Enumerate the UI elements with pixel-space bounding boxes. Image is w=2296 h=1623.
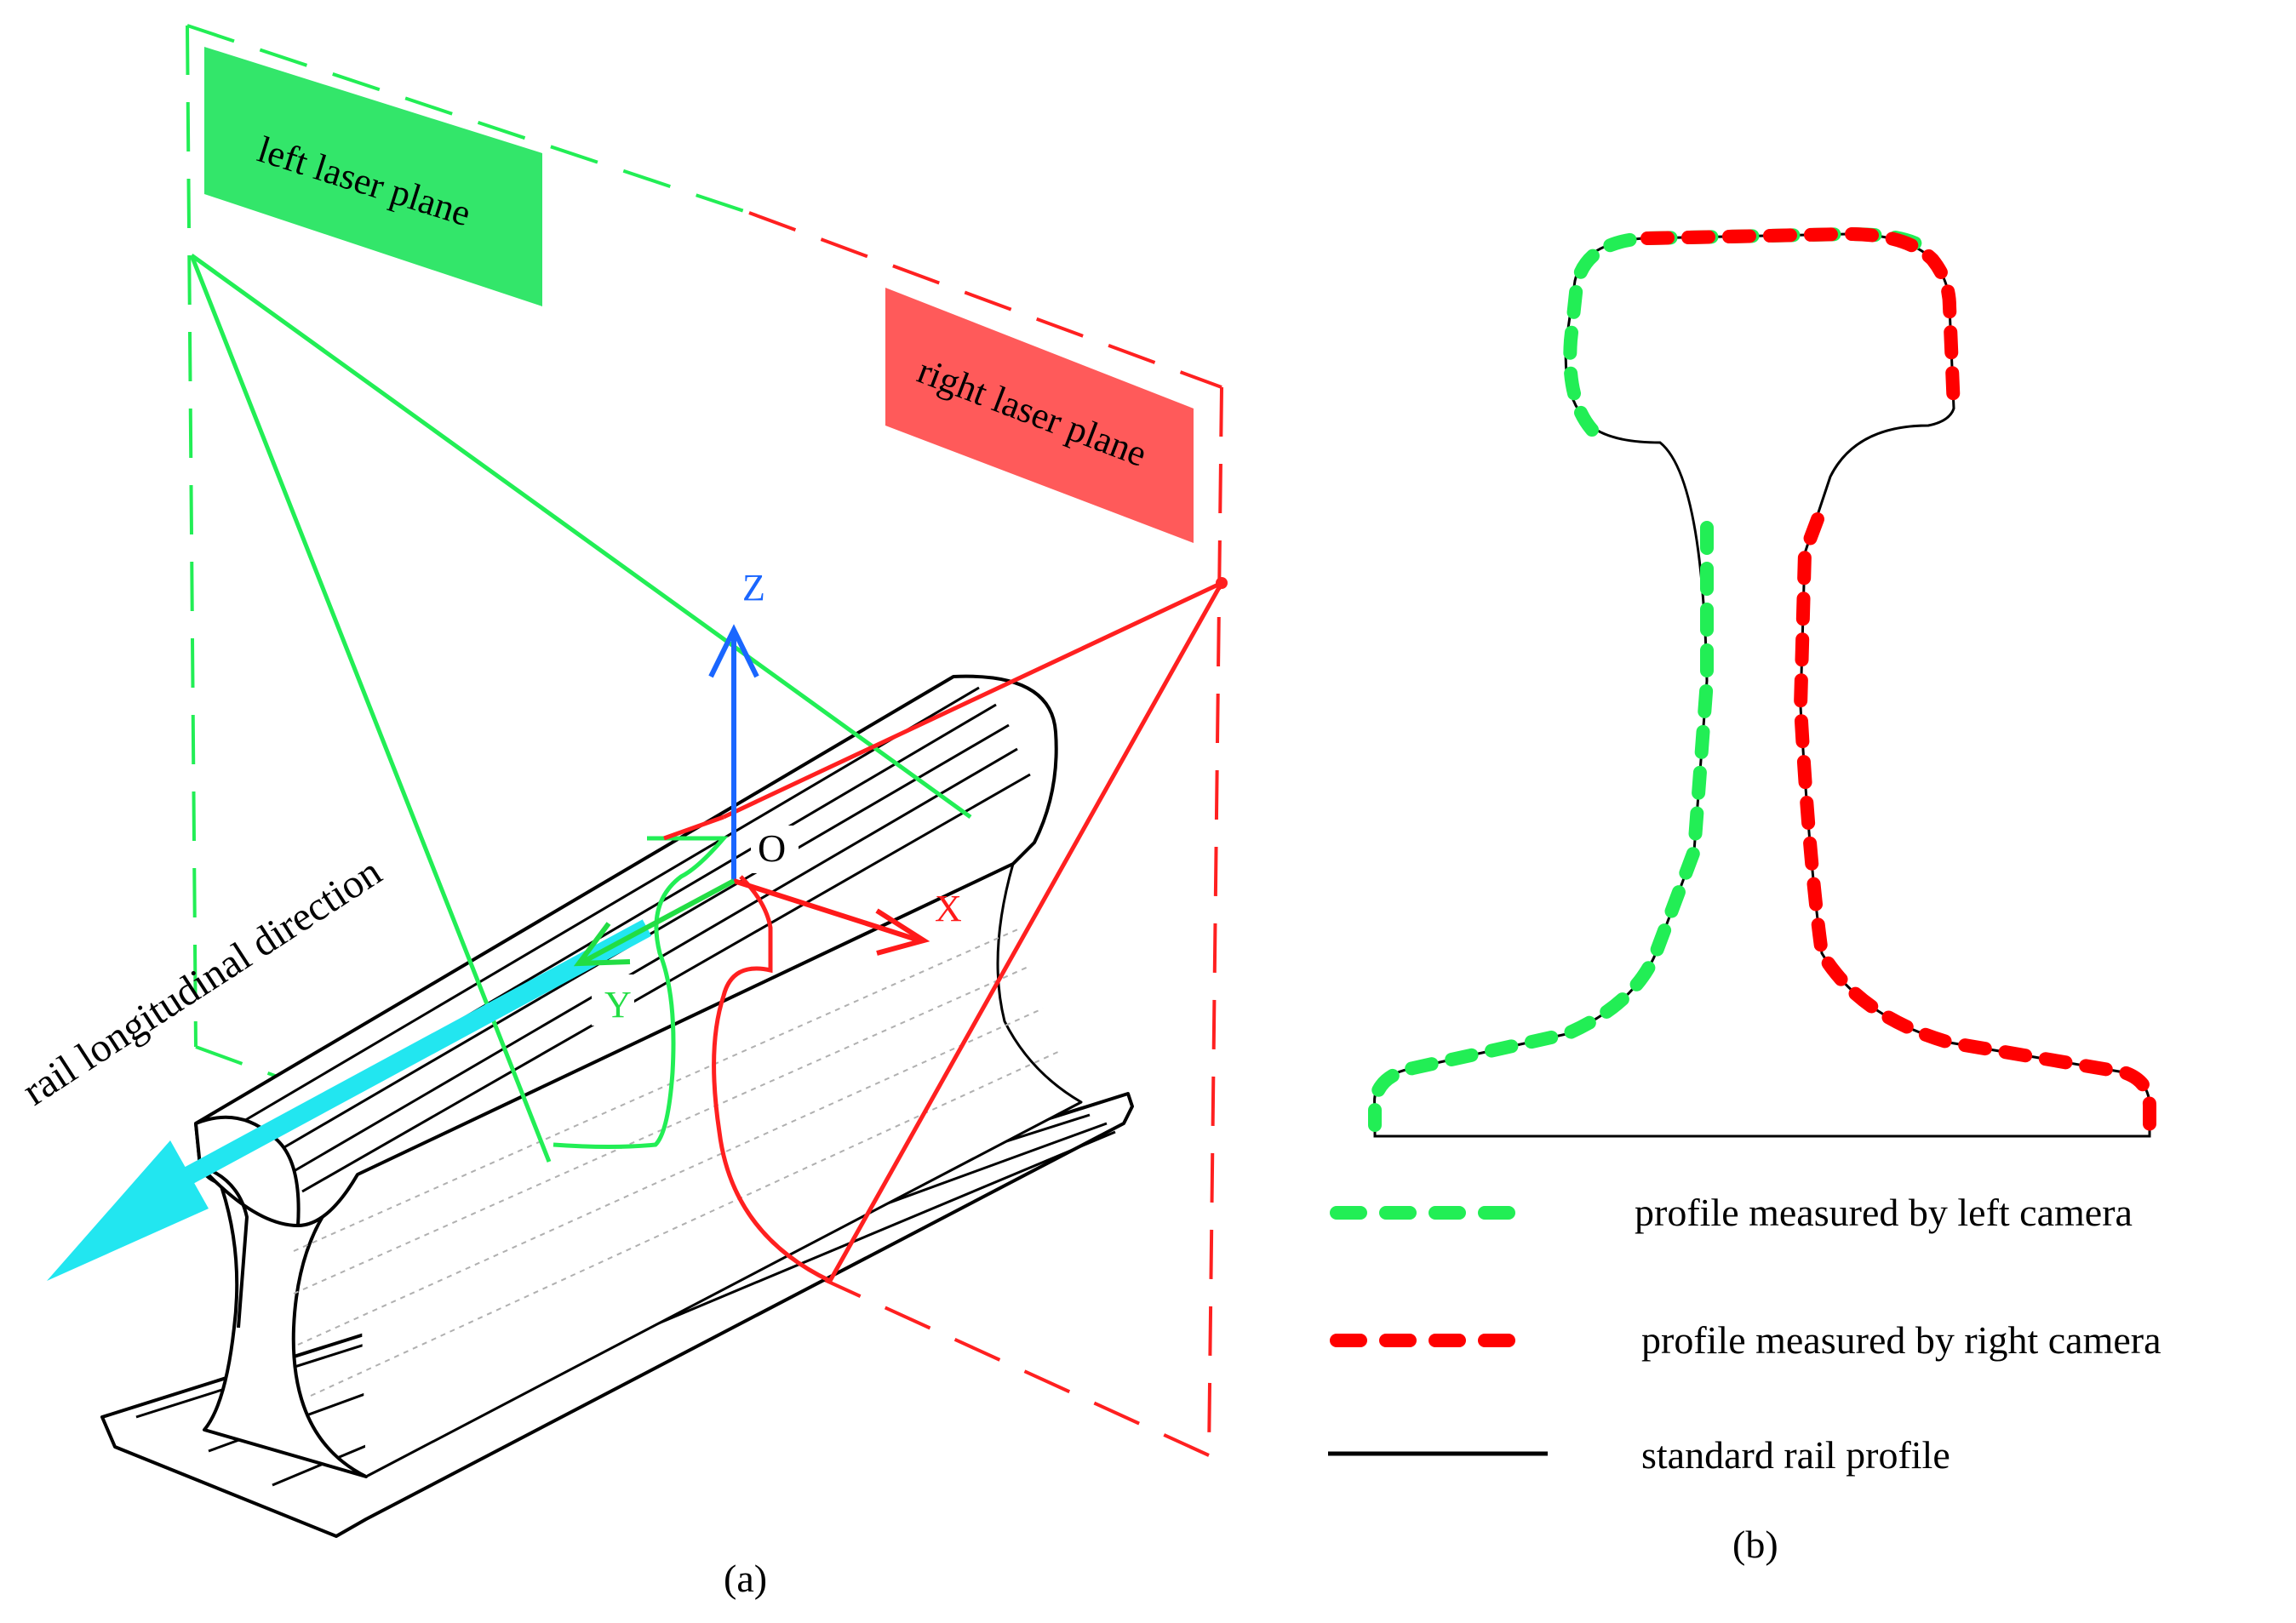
standard-rail-profile: [1373, 232, 2151, 1138]
rail-3d: [100, 674, 1134, 1538]
left-camera-profile-lower: [1368, 521, 1714, 1132]
panel-a-caption: (a): [724, 1557, 767, 1600]
origin-label: O: [758, 826, 786, 870]
left-camera-profile: [1563, 226, 1931, 437]
axis-x-arrowhead: [875, 908, 930, 956]
legend: profile measured by left camera profile …: [1328, 1191, 2161, 1477]
right-laser-plane-outline: [748, 211, 1223, 1457]
right-laser-beams: [663, 577, 1228, 1283]
right-laser-plane-label: right laser plane: [885, 288, 1194, 543]
left-laser-plane-label: left laser plane: [204, 47, 542, 306]
rail-web: [198, 1134, 368, 1478]
legend-standard-label: standard rail profile: [1641, 1433, 1950, 1477]
axis-z-label: Z: [742, 567, 765, 609]
legend-right-label: profile measured by right camera: [1641, 1318, 2161, 1362]
coordinate-axes: [573, 624, 930, 967]
rail-direction-arrow: [47, 919, 652, 1281]
right-camera-profile-lower: [1793, 512, 2156, 1132]
panel-b-caption: (b): [1732, 1523, 1778, 1566]
axis-y-line: [581, 878, 736, 964]
axis-y-label: Y: [604, 984, 632, 1026]
axis-x-line: [733, 878, 920, 943]
left-laser-profile: [553, 836, 729, 1149]
axis-y-arrowhead: [573, 922, 631, 967]
axis-z-arrowhead: [708, 624, 759, 678]
panel-b: profile measured by left camera profile …: [1328, 226, 2161, 1566]
legend-left-label: profile measured by left camera: [1635, 1191, 2133, 1234]
axis-x-label: X: [935, 888, 962, 929]
panel-a: left laser plane right laser plane Z X Y…: [14, 24, 1228, 1600]
right-laser-profile: [663, 814, 832, 1283]
right-camera-profile: [1640, 226, 1961, 415]
